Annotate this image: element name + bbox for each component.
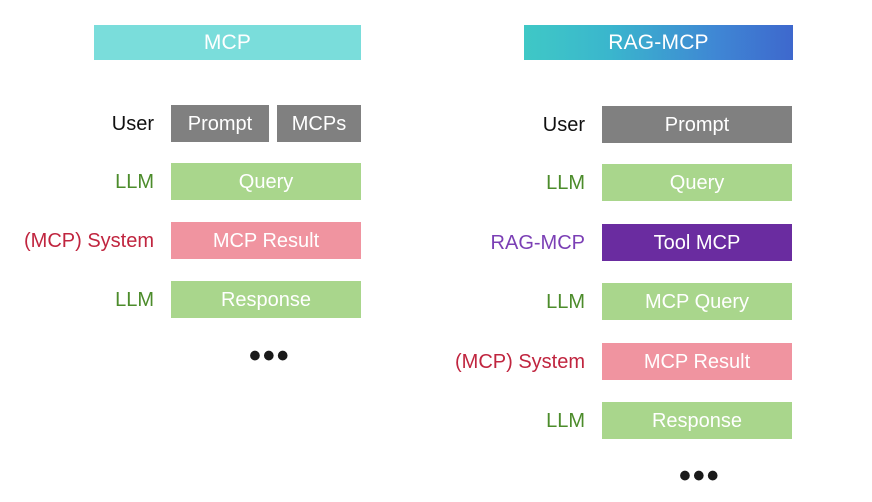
flow-row-system-result: (MCP) System MCP Result [436,343,872,380]
row-label-llm: LLM [546,290,585,313]
panel-rag-mcp: RAG-MCP User Prompt LLM Query RAG-MCP To… [436,0,872,502]
panel-header-rag-mcp-label: RAG-MCP [608,31,709,54]
flow-box-mcps: MCPs [277,105,361,142]
flow-box-mcp-result: MCP Result [602,343,792,380]
flow-row-llm-response: LLM Response [0,281,436,318]
flow-row-llm-response: LLM Response [436,402,872,439]
panel-mcp: MCP User Prompt MCPs LLM Query (MCP) Sys… [0,25,436,375]
flow-row-llm-query: LLM Query [0,163,436,200]
flow-box-query: Query [602,164,792,201]
flow-row-llm-mcp-query: LLM MCP Query [436,283,872,320]
panel-header-rag-mcp: RAG-MCP [524,25,793,60]
flow-box-response: Response [171,281,361,318]
flow-row-rag-mcp-tool: RAG-MCP Tool MCP [436,224,872,261]
row-label-mcp-system: (MCP) System [24,229,154,252]
flow-box-tool-mcp: Tool MCP [602,224,792,261]
flow-box-query: Query [171,163,361,200]
continuation-ellipsis: ••• [249,337,291,375]
panel-header-mcp: MCP [94,25,361,60]
flow-row-system-result: (MCP) System MCP Result [0,222,436,259]
flow-box-prompt: Prompt [171,105,269,142]
row-label-llm: LLM [115,170,154,193]
row-label-llm: LLM [546,409,585,432]
flow-box-mcp-query: MCP Query [602,283,792,320]
row-label-user: User [542,113,585,136]
row-label-rag-mcp: RAG-MCP [490,231,585,254]
flow-row-user: User Prompt [436,106,872,143]
row-label-llm: LLM [115,288,154,311]
continuation-ellipsis: ••• [679,457,721,495]
flow-box-mcp-result: MCP Result [171,222,361,259]
flow-row-llm-query: LLM Query [436,164,872,201]
panel-header-mcp-label: MCP [203,31,252,54]
flow-row-user: User Prompt MCPs [0,105,436,142]
row-label-mcp-system: (MCP) System [455,350,585,373]
row-label-user: User [111,112,154,135]
flow-box-response: Response [602,402,792,439]
row-label-llm: LLM [546,171,585,194]
flow-box-prompt: Prompt [602,106,792,143]
